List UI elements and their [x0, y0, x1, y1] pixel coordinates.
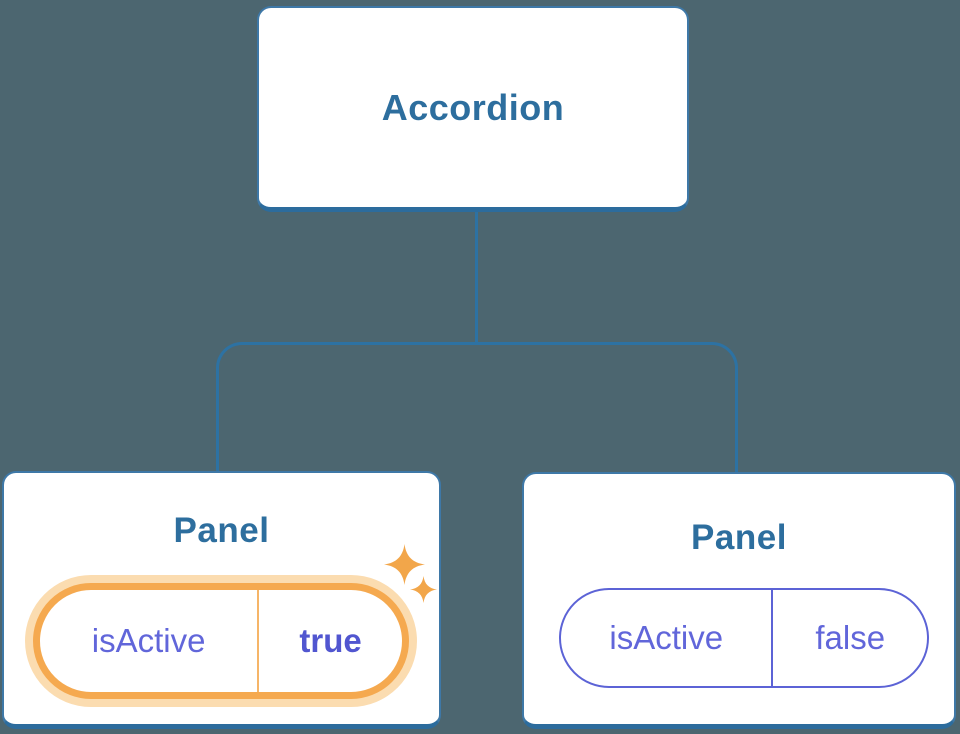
state-value-label: false: [815, 619, 886, 656]
state-pill-inactive: isActive false: [559, 588, 929, 688]
pill-divider: [771, 590, 774, 686]
connector-branch: [216, 342, 738, 472]
sparkle-large-icon: [384, 544, 425, 585]
accordion-node-label: Accordion: [381, 86, 565, 128]
state-pill-active: isActive true: [33, 583, 409, 699]
state-value-label: true: [299, 622, 362, 659]
connector-stem: [475, 212, 478, 345]
pill-divider: [257, 590, 260, 692]
panel-node-active: Panel isActive true: [2, 471, 441, 729]
sparkle-small-icon: [410, 576, 437, 603]
panel-node-inactive: Panel isActive false: [522, 472, 956, 729]
state-prop-label: isActive: [91, 622, 206, 659]
accordion-node: Accordion: [257, 6, 689, 212]
panel-node-label: Panel: [173, 511, 270, 550]
panel-node-label: Panel: [691, 518, 787, 557]
state-prop-label: isActive: [609, 619, 724, 656]
